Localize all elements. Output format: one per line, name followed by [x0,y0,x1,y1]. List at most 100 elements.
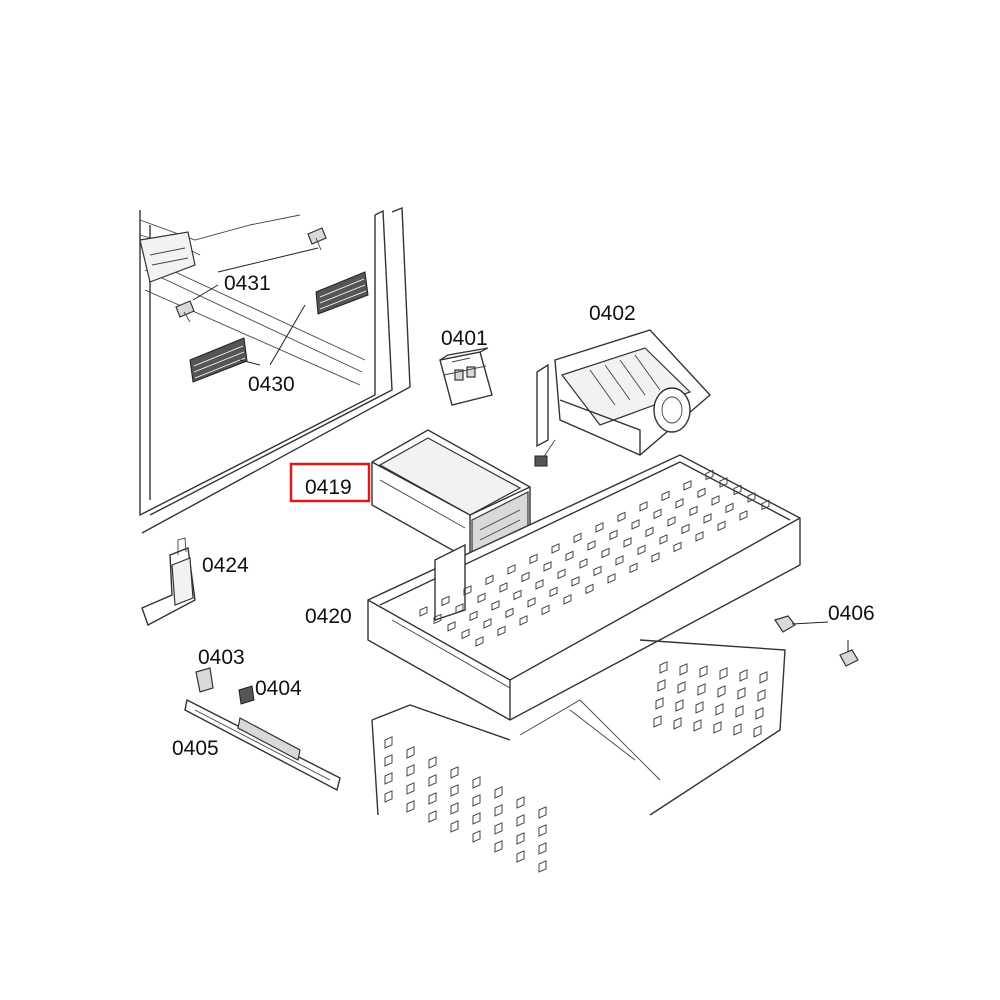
perforation-hole [653,508,662,520]
perforation-hole [441,595,450,607]
perforation-hole [595,522,604,533]
perforation-hole [513,589,522,601]
perforation-hole [733,484,742,496]
perforation-hole [497,625,506,637]
perforation-hole [761,499,770,511]
perforation-hole [695,701,704,714]
perforation-hole [629,562,638,574]
perforation-hole [615,555,624,566]
perforation-hole [609,529,618,541]
perforation-hole [516,832,525,845]
part-label-0405: 0405 [172,737,219,760]
part-label-0419: 0419 [305,476,352,499]
cabinet-frame [139,206,411,534]
perforation-hole [711,495,720,506]
switch-module-icon [439,347,493,406]
perforation-hole [384,754,393,767]
perforation-hole [538,824,547,837]
perforation-hole [428,756,437,769]
perforation-hole [725,502,734,514]
lower-basket [371,639,786,873]
perforation-hole [483,618,492,629]
perforation-hole [673,717,682,730]
perforation-hole [593,565,602,577]
perforation-hole [406,800,415,813]
clip-icon [195,667,255,705]
perforation-hole [717,520,726,532]
part-label-0424: 0424 [202,554,249,577]
perforation-hole [406,764,415,777]
part-label-0431: 0431 [224,272,271,295]
perforation-hole [491,600,500,611]
perforation-hole [689,505,698,517]
perforation-hole [541,604,550,616]
perforation-hole [651,552,660,563]
perforation-hole [494,840,503,853]
highlight-box [289,462,371,503]
vent-grille-icon [189,271,369,383]
screw-icon [175,227,327,323]
perforation-hole [406,782,415,795]
perforation-hole [527,597,536,608]
bracket-icon [141,537,196,626]
perforation-hole [715,703,724,716]
perforation-hole [683,480,692,491]
perforation-hole [499,582,508,593]
perforation-hole [675,699,684,712]
perforation-hole [529,553,538,565]
perforation-hole [543,561,552,572]
perforation-hole [719,477,728,488]
perforation-hole [535,579,544,590]
part-label-0402: 0402 [589,302,636,325]
perforation-hole [519,615,528,626]
perforation-hole [384,790,393,803]
perforation-hole [455,603,464,614]
perforation-hole [637,544,646,556]
perforation-hole [565,550,574,562]
perforation-hole [717,685,726,698]
perforation-hole [563,594,572,605]
perforation-hole [679,663,688,676]
perforation-hole [607,573,616,584]
part-labels: 0431 0430 0401 0402 0419 0424 0420 0406 … [172,272,875,760]
perforation-hole [667,516,676,527]
perforation-hole [450,802,459,815]
perforation-hole [587,540,596,551]
perforation-hole [693,719,702,732]
perforation-hole [428,774,437,787]
perforation-hole [747,492,756,503]
perforation-hole [699,665,708,678]
perforation-hole [477,592,486,604]
perforation-hole [705,469,714,481]
perforation-hole [551,543,560,554]
perforation-hole [737,687,746,700]
perforation-hole [631,519,640,530]
perforation-hole [759,671,768,684]
perforation-hole [661,490,670,502]
perforation-hole [601,547,610,559]
perforation-hole [655,697,664,710]
perforation-hole [653,715,662,728]
perforation-hole [419,606,428,617]
perforation-hole [585,583,594,595]
perforation-hole [697,487,706,499]
part-label-0401: 0401 [441,327,488,350]
perforation-hole [494,822,503,835]
perforation-hole [538,842,547,855]
perforation-hole [557,568,566,580]
perforation-hole [428,810,437,823]
perforation-hole [733,723,742,736]
perforation-hole [507,564,516,575]
perforation-hole [657,679,666,692]
bin-icon [371,429,531,561]
nut-icon [774,615,859,667]
perforation-hole [450,820,459,833]
perforation-hole [713,721,722,734]
perforation-hole [681,523,690,535]
perforation-hole [494,786,503,799]
perforation-hole [695,531,704,542]
part-label-0406: 0406 [828,602,875,625]
perforation-hole [485,574,494,586]
perforation-hole [472,776,481,789]
